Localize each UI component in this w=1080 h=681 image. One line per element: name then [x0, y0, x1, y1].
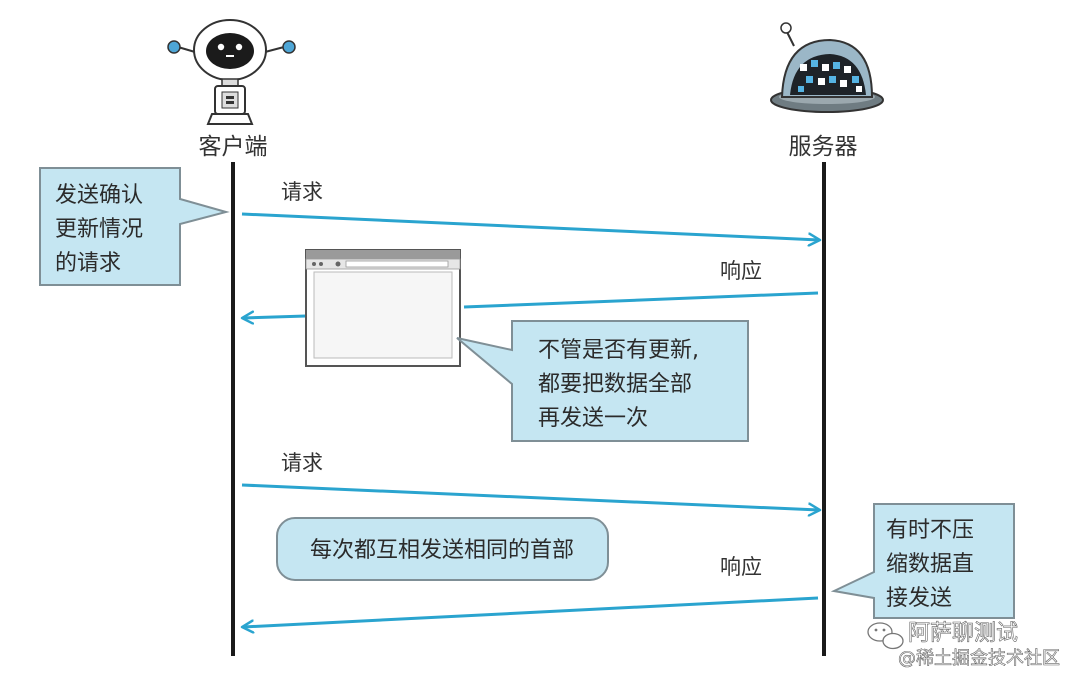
server-note-2-line-1: 有时不压 [886, 518, 974, 543]
response-arrow-1 [463, 291, 819, 309]
header-note-text: 每次都互相发送相同的首部 [310, 538, 574, 563]
response-arrow-1-tail [243, 316, 307, 318]
server-robot-icon [770, 22, 884, 113]
response-arrow-2 [243, 596, 819, 627]
browser-window-icon [305, 249, 461, 367]
wechat-icon [867, 622, 904, 650]
server-label: 服务器 [789, 134, 858, 160]
request-label-2: 请求 [281, 451, 323, 475]
server-note-callout-2: 有时不压 缩数据直 接发送 [830, 503, 1015, 619]
watermark-line-2: @稀土掘金技术社区 [898, 648, 1060, 669]
client-note-line-2: 更新情况 [55, 217, 143, 242]
client-note-line-3: 的请求 [55, 251, 121, 276]
server-note-2-line-3: 接发送 [886, 586, 952, 611]
response-label-1: 响应 [720, 259, 762, 283]
request-arrow-2 [241, 483, 819, 510]
svg-text:发送确认 更新情况 的请求: 发送确认 更新情况 的请求 [55, 183, 150, 276]
svg-text:不管是否有更新, 都要把数据全部 再: 不管是否有更新, 都要把数据全部 再发送一次 [538, 338, 706, 431]
request-arrow-1 [241, 212, 819, 240]
server-note-callout-1: 不管是否有更新, 都要把数据全部 再发送一次 [456, 320, 749, 442]
server-note-1-line-2: 都要把数据全部 [538, 372, 692, 397]
response-label-2: 响应 [720, 555, 762, 579]
server-note-1-line-3: 再发送一次 [538, 406, 648, 431]
client-robot-icon [167, 19, 296, 125]
server-note-2-line-2: 缩数据直 [886, 552, 974, 577]
header-note-callout: 每次都互相发送相同的首部 [276, 517, 609, 581]
server-note-1-line-1: 不管是否有更新, [538, 338, 699, 363]
watermark: 阿萨聊测试 @稀土掘金技术社区 [867, 621, 1060, 669]
client-note-line-1: 发送确认 [55, 183, 143, 208]
request-label-1: 请求 [281, 180, 323, 204]
client-note-callout: 发送确认 更新情况 的请求 [39, 167, 230, 286]
svg-text:有时不压 缩数据直 接发送: 有时不压 缩数据直 接发送 [886, 518, 981, 611]
watermark-line-1: 阿萨聊测试 [908, 621, 1018, 646]
client-label: 客户端 [199, 134, 268, 160]
